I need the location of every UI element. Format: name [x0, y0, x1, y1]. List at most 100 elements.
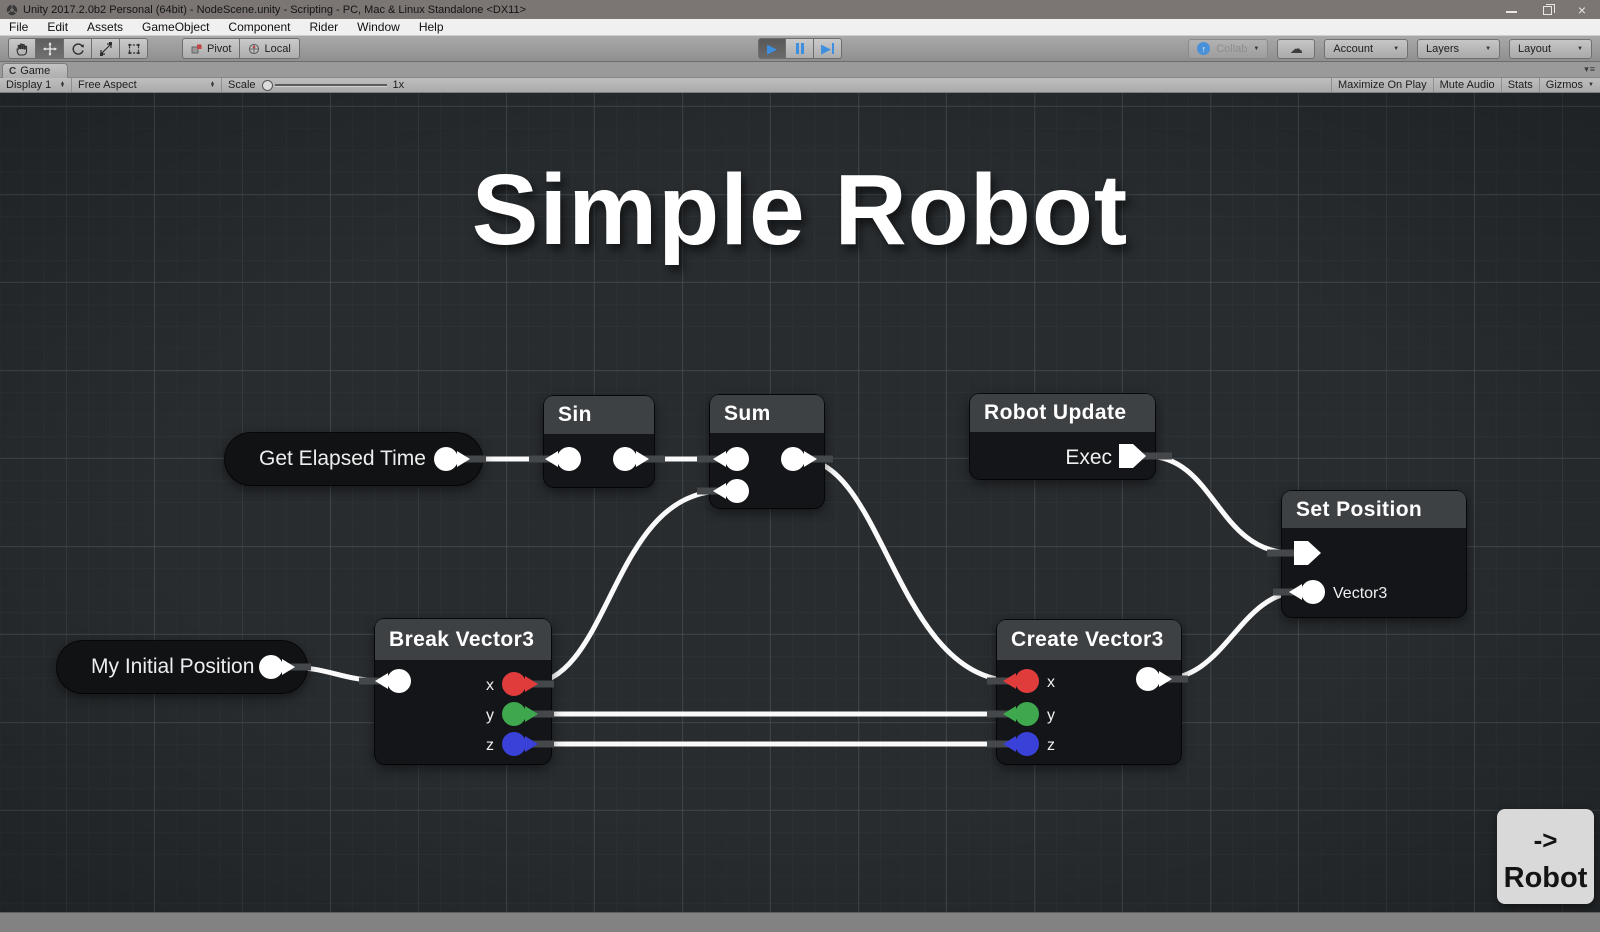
scale-value: 1x [392, 79, 405, 91]
port-label: x [1047, 674, 1055, 691]
selector-arrows-icon: ▲▼ [60, 79, 65, 89]
chevron-down-icon: ▼ [1253, 45, 1260, 52]
port-arrow-icon [375, 673, 388, 689]
tab-options-icon[interactable]: ▾≡ [1584, 64, 1596, 74]
port-label: Exec [1065, 446, 1112, 469]
display-selector[interactable]: Display 1 ▲▼ [0, 78, 72, 92]
main-toolbar: Pivot Local ▶ ▶ ↑ Collab ▼ ☁ Account ▼ [0, 36, 1600, 62]
chevron-down-icon: ▼ [1588, 82, 1594, 88]
port-create-vector3-in-x[interactable] [1015, 669, 1039, 693]
port-sin-in[interactable] [557, 447, 581, 471]
layers-dropdown[interactable]: Layers ▼ [1417, 38, 1501, 59]
account-label: Account [1333, 42, 1374, 55]
port-label: y [486, 707, 494, 724]
selector-arrows-icon: ▲▼ [210, 79, 215, 89]
port-sum-in[interactable] [725, 447, 749, 471]
menu-edit[interactable]: Edit [47, 20, 69, 34]
menu-gameobject[interactable]: GameObject [142, 20, 210, 34]
scale-slider-track[interactable] [274, 83, 387, 87]
port-set-position-exec-in[interactable] [1294, 541, 1321, 565]
window-title: Unity 2017.2.0b2 Personal (64bit) - Node… [23, 3, 527, 16]
port-create-vector3-in-y[interactable] [1015, 702, 1039, 726]
restore-button[interactable] [1542, 3, 1555, 15]
node-label-my-initial-position: My Initial Position [91, 655, 255, 678]
node-sin[interactable]: Sin [544, 396, 654, 487]
port-arrow-icon [1003, 706, 1016, 722]
hand-icon [16, 43, 28, 56]
menu-window[interactable]: Window [357, 20, 400, 34]
cloud-icon: ☁ [1289, 40, 1303, 56]
port-get-elapsed-time-out[interactable] [434, 447, 458, 471]
port-arrow-icon [525, 736, 538, 752]
port-sin-out[interactable] [613, 447, 637, 471]
local-icon [249, 43, 260, 54]
rotate-tool-button[interactable] [64, 38, 92, 59]
pause-button[interactable] [786, 38, 814, 59]
local-label: Local [264, 42, 291, 55]
maximize-on-play-toggle[interactable]: Maximize On Play [1331, 78, 1433, 92]
port-sum-in[interactable] [725, 479, 749, 503]
chevron-down-icon: ▼ [1577, 45, 1583, 52]
tab-game[interactable]: C Game [2, 63, 68, 78]
port-create-vector3-in-z[interactable] [1015, 732, 1039, 756]
port-label: Vector3 [1333, 585, 1387, 602]
menu-component[interactable]: Component [228, 20, 291, 34]
robot-target-box[interactable]: ->Robot [1497, 809, 1594, 904]
port-break-vector3-out-y[interactable] [502, 702, 526, 726]
node-my-initial-position[interactable]: My Initial Position [57, 641, 307, 693]
graph-title: Simple Robot [471, 154, 1129, 266]
menu-rider[interactable]: Rider [309, 20, 339, 34]
menu-assets[interactable]: Assets [87, 20, 124, 34]
port-arrow-icon [804, 451, 817, 467]
step-button[interactable]: ▶ [814, 38, 842, 59]
hand-tool-button[interactable] [8, 38, 36, 59]
layout-label: Layout [1518, 42, 1552, 55]
port-robot-update-exec-out[interactable] [1119, 444, 1146, 468]
rect-tool-button[interactable] [120, 38, 148, 59]
gizmos-dropdown[interactable]: Gizmos ▼ [1538, 78, 1600, 92]
port-create-vector3-out[interactable] [1136, 667, 1160, 691]
port-arrow-icon [525, 676, 538, 692]
pivot-toggle-button[interactable]: Pivot [182, 38, 241, 59]
stats-toggle[interactable]: Stats [1500, 78, 1539, 92]
play-button[interactable]: ▶ [758, 38, 786, 59]
port-break-vector3-in[interactable] [387, 669, 411, 693]
node-set-position[interactable]: Set Position [1282, 491, 1466, 617]
scale-tool-button[interactable] [92, 38, 120, 59]
port-break-vector3-out-z[interactable] [502, 732, 526, 756]
menu-help[interactable]: Help [418, 20, 444, 34]
local-toggle-button[interactable]: Local [240, 38, 300, 59]
port-arrow-icon [457, 451, 470, 467]
aspect-selector[interactable]: Free Aspect ▲▼ [72, 78, 222, 92]
layout-dropdown[interactable]: Layout ▼ [1509, 38, 1592, 59]
wire-2 [797, 456, 1019, 684]
port-sum-out[interactable] [781, 447, 805, 471]
game-view-icon: C [9, 65, 17, 77]
node-sum[interactable]: Sum [710, 395, 824, 508]
chevron-down-icon: ▼ [1485, 45, 1492, 52]
wire-6 [281, 664, 390, 684]
collab-dropdown[interactable]: ↑ Collab ▼ [1188, 38, 1269, 59]
node-break-vector3[interactable]: Break Vector3 [375, 619, 551, 764]
account-dropdown[interactable]: Account ▼ [1324, 38, 1409, 59]
mute-audio-toggle[interactable]: Mute Audio [1432, 78, 1501, 92]
scale-slider-knob[interactable] [261, 79, 273, 91]
node-robot-update[interactable]: Robot Update [970, 394, 1155, 479]
menu-file[interactable]: File [9, 20, 29, 34]
node-get-elapsed-time[interactable]: Get Elapsed Time [225, 433, 482, 485]
game-view-toolbar: Display 1 ▲▼ Free Aspect ▲▼ Scale 1x Max… [0, 78, 1600, 93]
minimize-button[interactable] [1505, 7, 1517, 13]
port-set-position-in-vector3[interactable] [1301, 580, 1325, 604]
port-my-initial-position-out[interactable] [259, 655, 283, 679]
port-break-vector3-out-x[interactable] [502, 672, 526, 696]
close-button[interactable]: × [1577, 1, 1586, 18]
rect-tool-icon [127, 43, 140, 54]
scale-label: Scale [228, 79, 256, 91]
move-tool-button[interactable] [36, 38, 64, 59]
cloud-button[interactable]: ☁ [1277, 38, 1316, 59]
node-create-vector3[interactable]: Create Vector3 [997, 620, 1181, 764]
robot-label: Robot [1503, 862, 1588, 894]
port-arrow-icon [713, 451, 726, 467]
step-bar [832, 43, 834, 54]
